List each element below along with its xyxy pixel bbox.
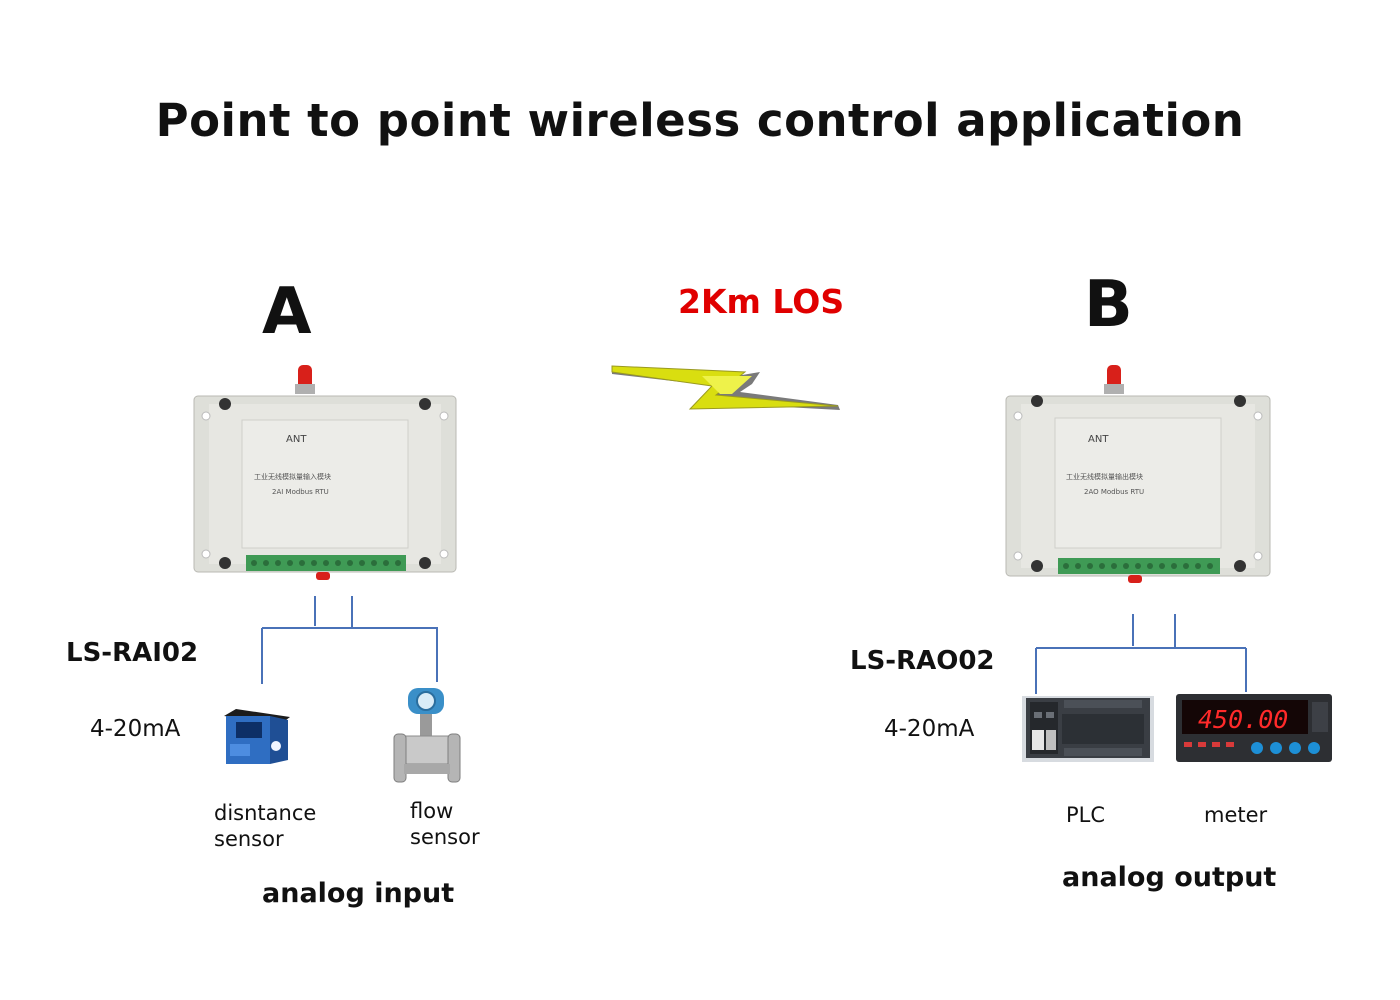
flow-sensor-label: flow sensor <box>410 799 480 849</box>
station-b-group-label: analog output <box>1062 862 1277 893</box>
module-b-device: ANT 工业无线模拟量输出模块 2AO Modbus RTU <box>1005 365 1271 583</box>
plc-icon <box>1022 696 1154 762</box>
wireless-link-icon <box>611 365 840 410</box>
module-a-line1: 工业无线模拟量输入模块 <box>254 472 331 481</box>
module-a-ant-label: ANT <box>286 434 307 445</box>
wiring-a <box>261 596 438 684</box>
station-a-letter: A <box>262 275 312 349</box>
link-distance-label: 2Km LOS <box>678 282 845 321</box>
meter-label: meter <box>1204 803 1268 827</box>
module-b-ant-label: ANT <box>1088 434 1109 445</box>
module-a-line2: 2AI Modbus RTU <box>272 488 329 496</box>
plc-label: PLC <box>1066 803 1106 827</box>
distance-sensor-label: disntance sensor <box>214 801 317 851</box>
module-a-device: ANT 工业无线模拟量输入模块 2AI Modbus RTU <box>193 365 457 580</box>
station-a-group-label: analog input <box>262 878 455 909</box>
station-a-model: LS-RAI02 <box>66 638 199 668</box>
flow-sensor-icon <box>393 688 461 783</box>
station-b-letter: B <box>1084 268 1133 342</box>
meter-icon: 450.00 <box>1176 694 1332 762</box>
distance-sensor-icon <box>224 709 290 764</box>
station-b-signal: 4-20mA <box>884 716 975 742</box>
station-b-model: LS-RAO02 <box>850 646 995 676</box>
module-b-line1: 工业无线模拟量输出模块 <box>1066 472 1143 481</box>
wiring-b <box>1035 614 1247 694</box>
station-a-signal: 4-20mA <box>90 716 181 742</box>
meter-display-value: 450.00 <box>1198 705 1288 734</box>
module-b-line2: 2AO Modbus RTU <box>1084 488 1144 496</box>
page-title: Point to point wireless control applicat… <box>155 94 1245 147</box>
